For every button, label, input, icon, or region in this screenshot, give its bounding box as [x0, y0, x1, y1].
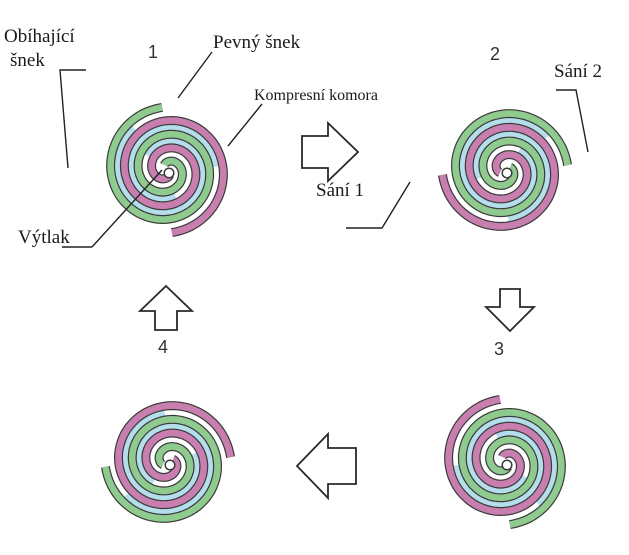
- discharge-port: [501, 459, 513, 471]
- stage-number-2: 2: [490, 44, 500, 64]
- stage-number-1: 1: [148, 42, 158, 62]
- fixed-scroll-label: Pevný šnek: [213, 32, 301, 53]
- arrow-up-icon: [137, 284, 195, 331]
- compression-chamber-leader: [227, 103, 263, 147]
- orbiting-scroll-wrap: [459, 409, 565, 528]
- stage-2-scroll: [437, 109, 573, 231]
- discharge-port: [501, 167, 513, 179]
- compression-pocket: [466, 416, 558, 507]
- orbiting-scroll-wrap: [102, 416, 221, 522]
- fixed-scroll-leader: [177, 51, 213, 99]
- stage-number-3: 3: [494, 339, 504, 359]
- stage-1-scroll: [106, 102, 228, 238]
- compression-chamber-label: Kompresní komora: [254, 87, 378, 104]
- suction-2-leader: [556, 89, 589, 153]
- arrow-left-icon: [295, 431, 357, 501]
- stage-4-scroll: [100, 401, 236, 523]
- suction-2-label: Sání 2: [554, 61, 602, 82]
- suction-1-leader: [346, 181, 411, 229]
- discharge-leader: [62, 169, 163, 248]
- compression-pocket: [123, 423, 214, 515]
- arrow-right-icon: [301, 120, 360, 184]
- orbiting-scroll-leader: [59, 69, 86, 169]
- orbiting-scroll-label-line2: šnek: [10, 50, 45, 71]
- fixed-scroll-wrap: [439, 124, 558, 230]
- fixed-scroll-wrap: [121, 117, 227, 236]
- discharge-port: [163, 167, 175, 179]
- suction-1-label: Sání 1: [316, 180, 364, 201]
- fixed-scroll-wrap: [445, 396, 551, 515]
- fixed-scroll-wrap: [115, 402, 234, 508]
- stage-3-scroll: [444, 394, 566, 530]
- orbiting-scroll-wrap: [452, 110, 571, 216]
- orbiting-scroll-label-line1: Obíhající: [4, 26, 75, 47]
- compression-pocket: [114, 125, 206, 216]
- orbiting-scroll-wrap: [107, 104, 213, 223]
- discharge-label: Výtlak: [18, 227, 70, 248]
- stage-number-4: 4: [158, 337, 168, 357]
- discharge-port: [164, 459, 176, 471]
- arrow-down-icon: [483, 288, 537, 333]
- compression-pocket: [459, 117, 550, 209]
